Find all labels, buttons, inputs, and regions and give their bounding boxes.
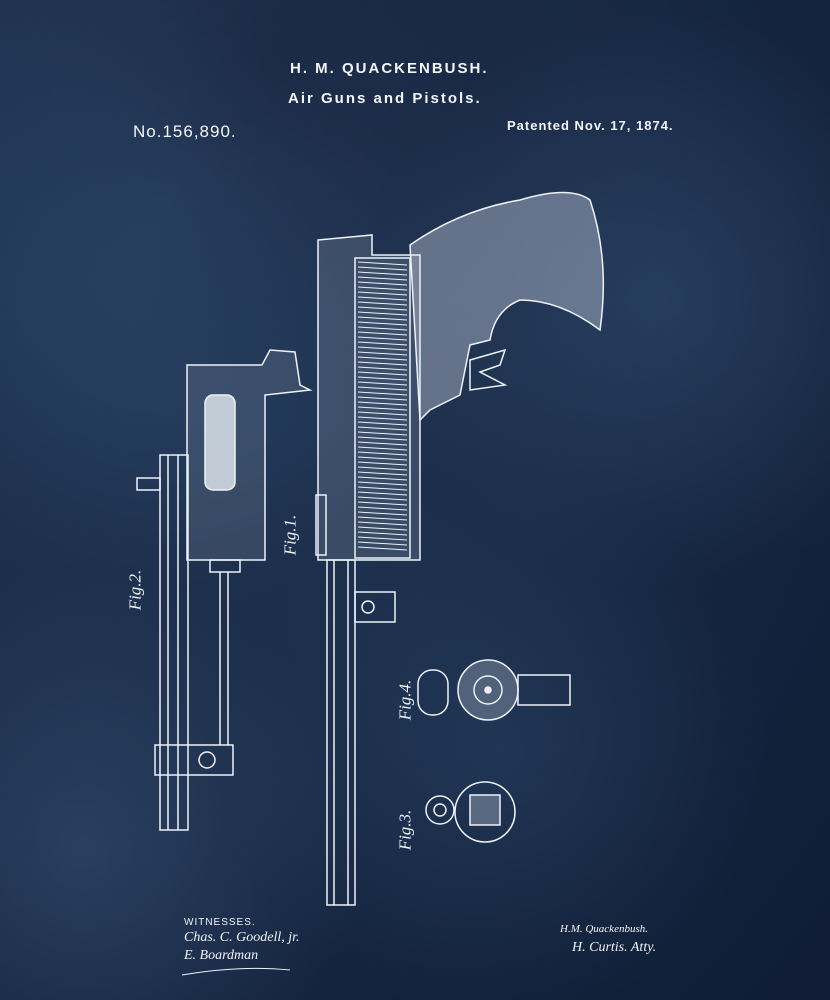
patent-date: Patented Nov. 17, 1874. (507, 118, 674, 133)
fig3-drawing (425, 781, 516, 843)
fig1-drawing (315, 191, 605, 906)
witnesses-label: WITNESSES. (184, 917, 256, 928)
fig1-label: Fig.1. (280, 514, 300, 556)
inventor-signature: H.M. Quackenbush. (560, 923, 648, 935)
fig2-drawing (136, 349, 313, 831)
patent-number: No.156,890. (133, 122, 237, 141)
witness-signature-1: Chas. C. Goodell, jr. (184, 930, 300, 945)
fig4-drawing (417, 659, 571, 721)
fig3-label: Fig.3. (395, 809, 415, 851)
attorney-signature: H. Curtis. Atty. (572, 940, 657, 955)
patent-title: Air Guns and Pistols. (288, 90, 482, 107)
signature-flourish (181, 967, 291, 976)
fig4-label: Fig.4. (395, 679, 415, 721)
inventor-name: H. M. QUACKENBUSH. (290, 60, 489, 77)
fig2-label: Fig.2. (125, 569, 145, 611)
witness-signature-2: E. Boardman (184, 948, 259, 963)
